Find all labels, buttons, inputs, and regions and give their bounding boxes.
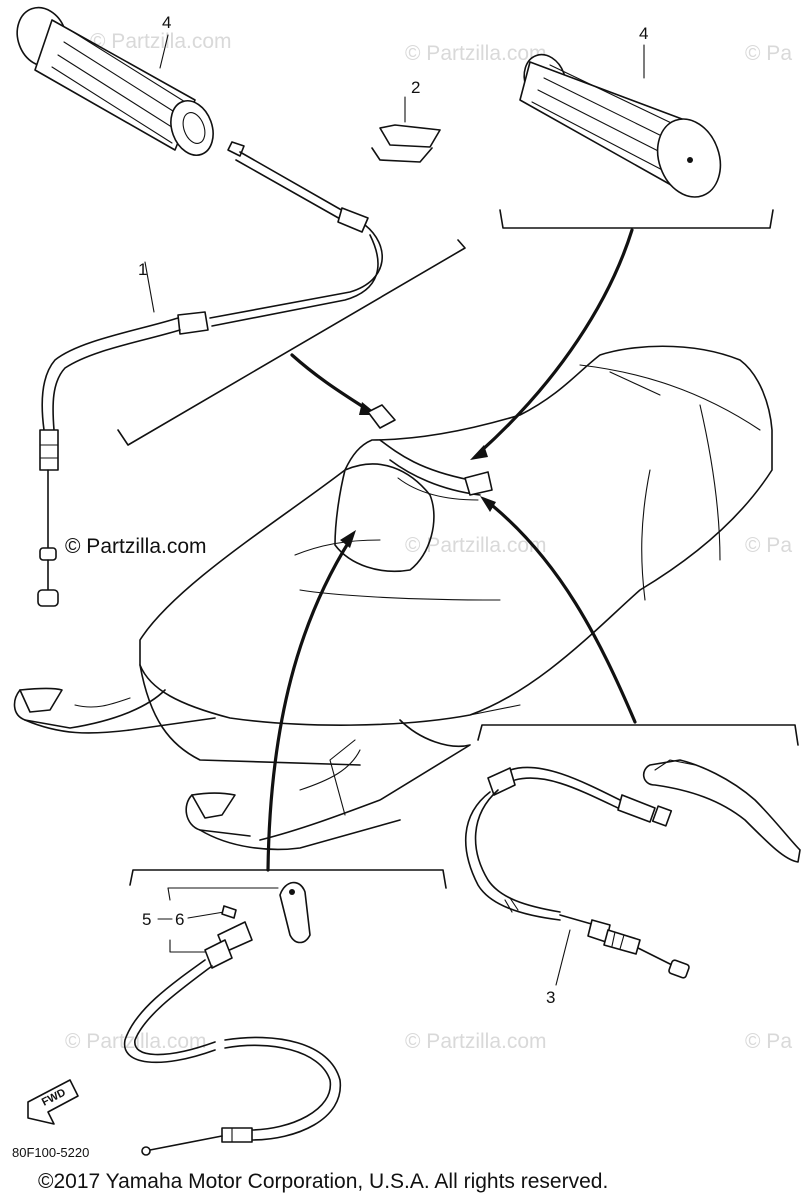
brake-bracket [477, 496, 799, 746]
snowmobile-body [139, 345, 773, 841]
fwd-arrow: FWD [27, 1079, 79, 1125]
callout-grip-right: 4 [639, 24, 648, 43]
brake-assembly: 3 [464, 759, 801, 1007]
switch-bracket [129, 869, 447, 889]
copyright-notice: ©2017 Yamaha Motor Corporation, U.S.A. A… [38, 1170, 608, 1193]
watermark-8: © Pa [745, 1030, 792, 1053]
switch-arrow [266, 530, 356, 872]
left-grip: 4 [16, 6, 214, 156]
watermark-dark: © Partzilla.com [65, 535, 207, 558]
callout-brake-cable: 3 [546, 988, 555, 1007]
callout-switch-a: 5 [142, 910, 151, 929]
skis [13, 687, 401, 851]
watermark-1: © Partzilla.com [90, 30, 232, 53]
callout-grip-left: 4 [162, 13, 171, 32]
watermark-4: © Partzilla.com [405, 534, 547, 557]
watermarks: © Partzilla.com © Partzilla.com © Pa © P… [65, 30, 792, 1053]
callout-clip: 2 [411, 78, 420, 97]
watermark-2: © Partzilla.com [405, 42, 547, 65]
throttle-cable: 1 [37, 141, 383, 607]
part-code: 80F100-5220 [12, 1145, 89, 1160]
watermark-3: © Pa [745, 42, 792, 65]
clip-part: 2 [371, 78, 441, 163]
callout-throttle-cable: 1 [138, 260, 147, 279]
right-grip: 4 [519, 24, 722, 198]
switch-assembly: 5 6 [123, 881, 341, 1156]
callout-switch-b: 6 [175, 910, 184, 929]
left-bracket [117, 239, 493, 496]
watermark-5: © Pa [745, 534, 792, 557]
right-grip-bracket [470, 209, 774, 460]
watermark-7: © Partzilla.com [405, 1030, 547, 1053]
watermark-6: © Partzilla.com [65, 1030, 207, 1053]
